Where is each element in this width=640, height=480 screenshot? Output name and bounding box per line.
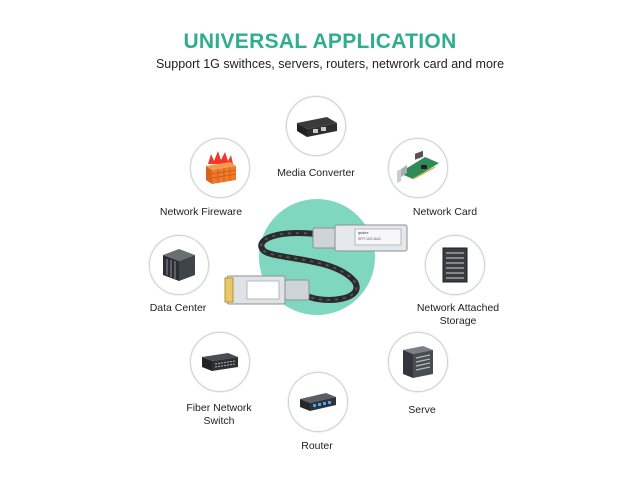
data-center-label: Data Center	[149, 302, 207, 314]
network-card-icon	[397, 151, 439, 183]
firewall-node	[190, 138, 250, 198]
firewall-label: Network Fireware	[159, 206, 243, 218]
sfp-module-upper: ipolex SFP-10G-DAC	[312, 224, 408, 252]
router-label: Router	[301, 440, 333, 452]
page-title: UNIVERSAL APPLICATION	[183, 30, 457, 53]
switch-node	[190, 332, 250, 392]
nas-node	[425, 235, 485, 295]
page-subtitle: Support 1G swithces, servers, routers, n…	[155, 57, 505, 71]
switch-label: Fiber Network Switch	[186, 402, 252, 427]
firewall-icon	[206, 151, 237, 184]
server-label: Serve	[408, 404, 436, 416]
media-converter-icon	[297, 117, 337, 137]
router-node	[288, 372, 348, 432]
sfp-dac-cable-image: ipolex SFP-10G-DAC	[224, 224, 408, 305]
switch-icon	[202, 353, 238, 371]
media-converter-node	[286, 96, 346, 156]
network-card-node	[388, 138, 448, 198]
server-node	[388, 332, 448, 392]
data-center-node	[149, 235, 209, 295]
nas-label: Network Attached Storage	[416, 302, 500, 327]
sfp-module-lower	[224, 275, 310, 305]
nas-icon	[442, 247, 468, 283]
module-brand: ipolex	[358, 230, 368, 235]
network-card-label: Network Card	[412, 206, 478, 218]
media-converter-label: Media Converter	[277, 167, 355, 179]
server-icon	[403, 346, 433, 378]
router-icon	[300, 393, 336, 411]
module-label: SFP-10G-DAC	[358, 237, 382, 241]
data-center-icon	[163, 249, 195, 281]
